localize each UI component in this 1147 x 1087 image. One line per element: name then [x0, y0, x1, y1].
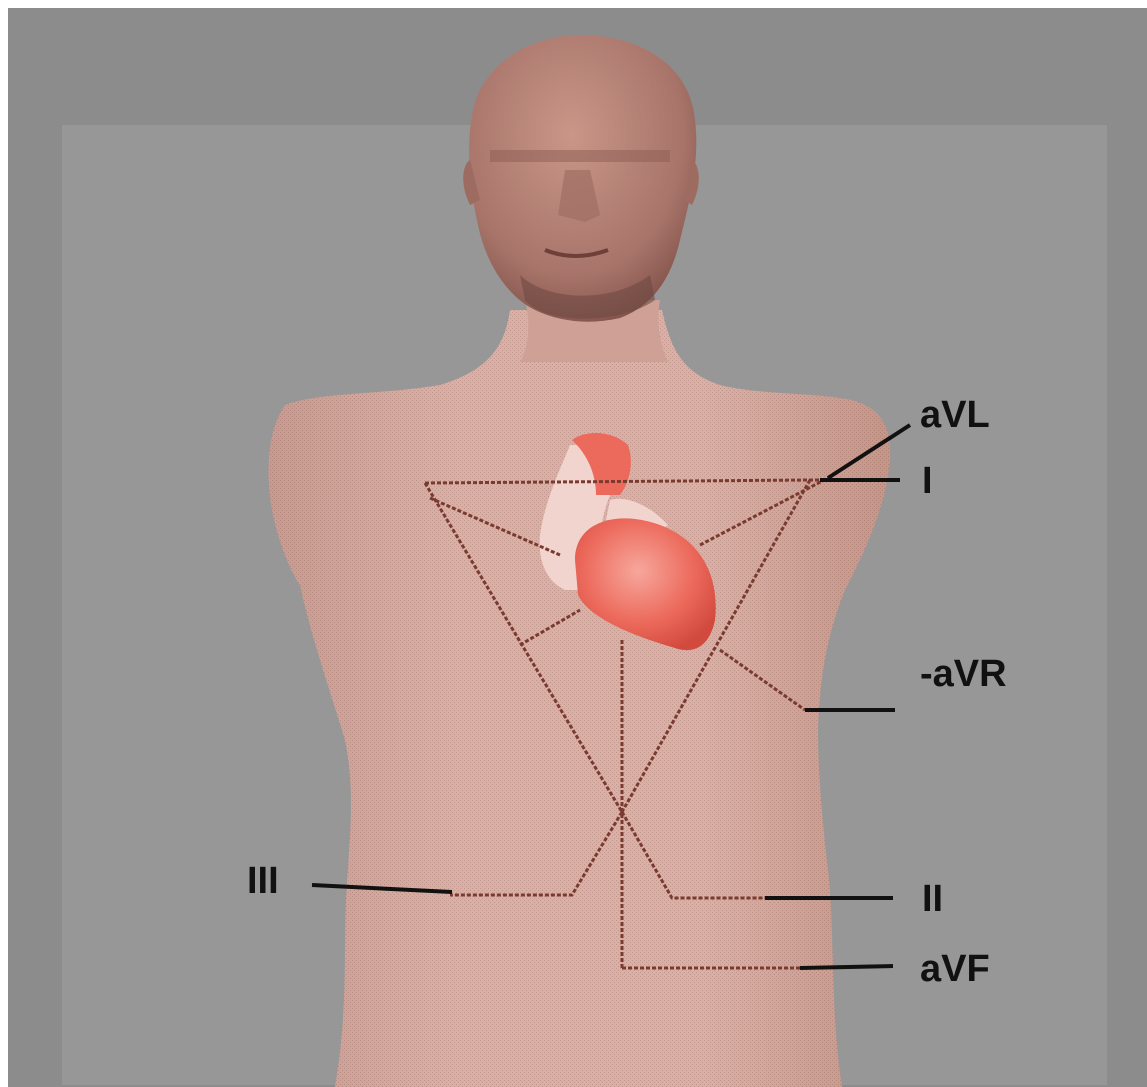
label-i: I [922, 462, 933, 500]
torso [268, 310, 890, 1087]
label-neg-avr: -aVR [920, 655, 1007, 693]
avf-leader [800, 966, 893, 968]
label-ii: II [922, 880, 943, 918]
label-iii: III [247, 862, 279, 900]
label-avf: aVF [920, 950, 990, 988]
label-avl: aVL [920, 396, 990, 434]
